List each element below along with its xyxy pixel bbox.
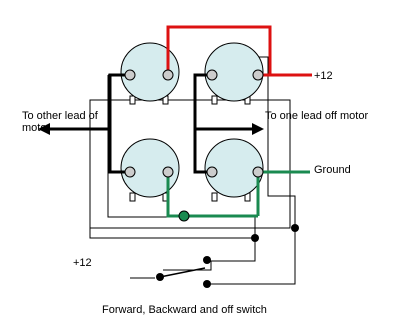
label-left-lead-line2: motor [22,122,50,134]
left-arrowhead [38,123,50,135]
label-ground: Ground [314,164,351,176]
ground-wire [166,170,310,218]
label-power-top: +12 [314,70,333,82]
terminals [124,69,264,178]
solenoid-top-right [204,42,264,102]
switch-blade[interactable] [159,267,206,278]
label-right-lead: To one lead off motor [265,110,368,122]
label-left-lead-line1: To other lead of [22,110,99,122]
solenoid-top-left [120,42,180,102]
right-arrowhead [252,123,264,135]
caption: Forward, Backward and off switch [102,304,267,316]
positive-wire [166,25,312,77]
label-power-switch: +12 [73,257,92,269]
junction-dots [156,224,299,288]
ground-junction-dot [178,210,190,222]
solenoid-bottom-left [120,138,180,198]
outline-box [89,99,291,229]
motor-lead-wires [48,73,256,174]
solenoid-bottom-right [204,138,264,198]
solenoid-bodies [120,42,264,198]
